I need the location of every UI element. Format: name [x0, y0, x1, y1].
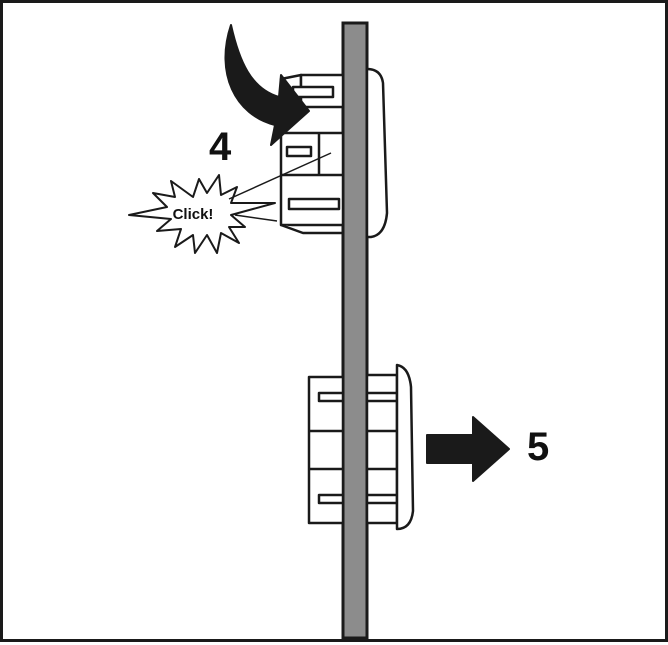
mounting-diagram	[128, 21, 510, 640]
step-5-label: 5	[527, 425, 550, 469]
click-pointer-line	[228, 152, 332, 200]
lower-clip	[307, 363, 415, 531]
click-pointer-line	[234, 214, 278, 222]
pull-arrow-icon	[426, 416, 510, 482]
click-label: Click!	[172, 206, 214, 223]
lower-clip-flange	[395, 363, 415, 531]
step-4-label: 4	[209, 125, 232, 169]
mounting-rail	[341, 21, 369, 640]
push-arrow-icon	[224, 24, 310, 146]
upper-clip-flange	[365, 67, 389, 239]
click-burst-icon	[128, 174, 276, 254]
